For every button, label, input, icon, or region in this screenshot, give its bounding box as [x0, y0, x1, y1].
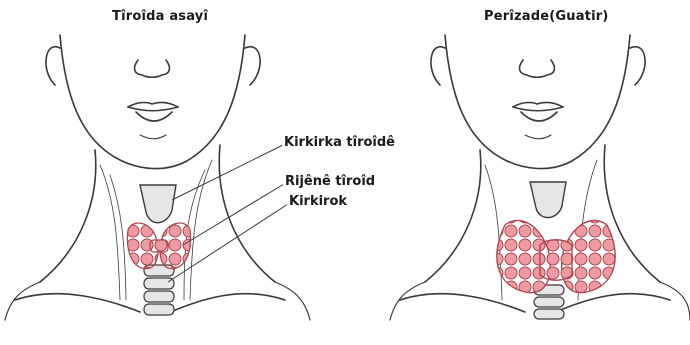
pointer-cartilage	[172, 145, 283, 200]
normal-thyroid-title: Tîroîda asayî	[112, 9, 208, 24]
thyroid-cartilage-left	[140, 185, 176, 223]
neck-right-side-left	[219, 145, 275, 282]
lower-lip-right	[521, 112, 557, 121]
right-clavicle-right	[555, 294, 670, 312]
nose-left	[135, 60, 170, 77]
lower-lip-left	[136, 112, 172, 121]
normal-neck-figure	[5, 35, 310, 320]
neck-left-side-right	[425, 150, 481, 282]
goiter-title: Perîzade(Guatir)	[484, 9, 609, 24]
thyroid-lobes-label: Rijênê tîroîd	[283, 174, 377, 189]
right-clavicle-left	[170, 294, 285, 312]
face-outline-right	[445, 35, 630, 169]
pointer-lobes	[183, 184, 284, 245]
right-ear-right	[630, 47, 645, 85]
trachea-left	[144, 265, 174, 315]
left-ear-right	[431, 47, 445, 85]
left-ear-left	[46, 47, 60, 85]
thyroid-gland-left	[127, 223, 190, 269]
upper-lip-right	[513, 103, 563, 108]
chin-left	[140, 135, 166, 139]
right-ear-left	[245, 47, 260, 85]
upper-lip-left	[128, 103, 178, 108]
thyroid-cartilage-label: Kirkirka tîroîdê	[282, 135, 397, 150]
lip-line-right	[513, 107, 563, 111]
thyroid-goiter-right	[497, 220, 615, 292]
trachea-label: Kirkirok	[287, 194, 349, 209]
left-clavicle-right	[400, 294, 525, 312]
nose-right	[520, 60, 555, 77]
neck-left-side-left	[40, 150, 96, 282]
thyroid-cartilage-right	[530, 182, 566, 218]
face-outline-left	[60, 35, 245, 169]
lip-line-left	[128, 107, 178, 111]
left-clavicle-left	[15, 294, 140, 312]
